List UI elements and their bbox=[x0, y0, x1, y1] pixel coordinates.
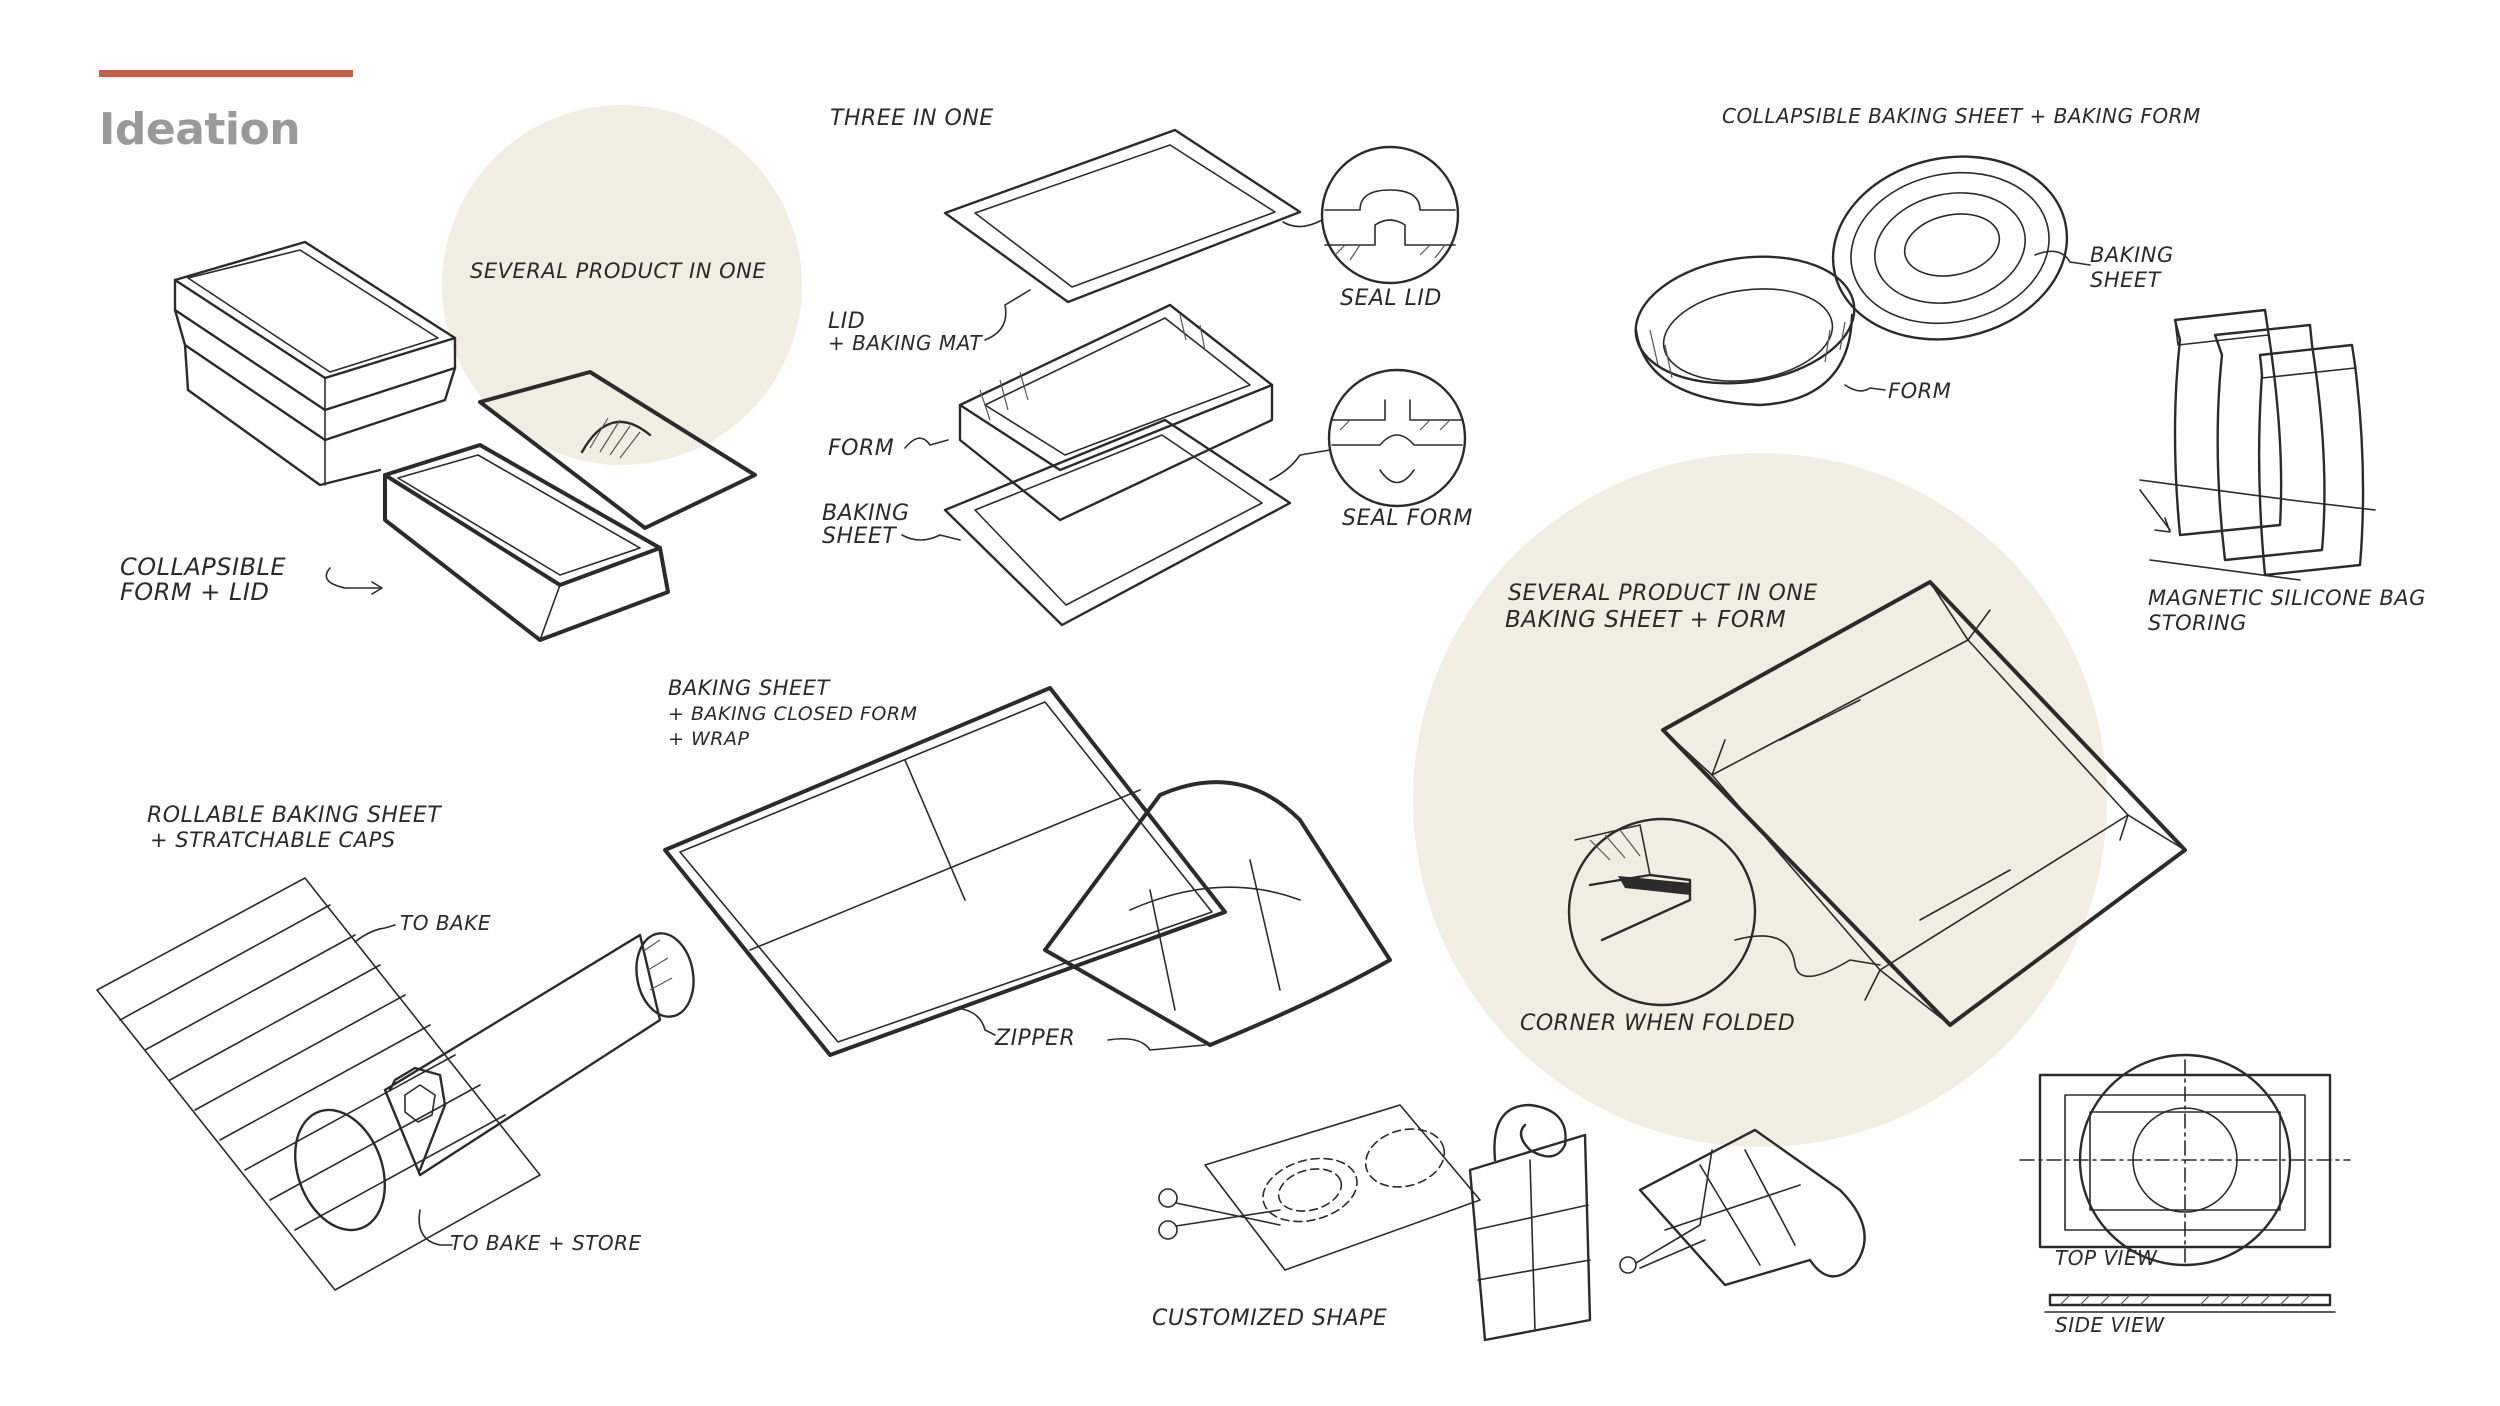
label-several-sheet-form-1: SEVERAL PRODUCT IN ONE bbox=[1508, 581, 1818, 606]
customized-shape-sketch bbox=[1159, 1105, 1480, 1270]
seal-lid-detail bbox=[1322, 147, 1458, 283]
label-several-product-in-one: SEVERAL PRODUCT IN ONE bbox=[470, 259, 766, 283]
label-seal-form: SEAL FORM bbox=[1342, 506, 1473, 531]
background-blob-right bbox=[1413, 453, 2107, 1147]
label-seal-lid: SEAL LID bbox=[1340, 286, 1442, 311]
label-rollable-1: ROLLABLE BAKING SHEET bbox=[147, 803, 442, 828]
silicone-bag-sketch bbox=[2140, 310, 2375, 580]
label-form: FORM bbox=[828, 436, 894, 461]
label-zipper: ZIPPER bbox=[994, 1026, 1075, 1051]
leader-zipper bbox=[955, 1008, 995, 1035]
label-baking-sheet-r1: BAKING bbox=[2090, 243, 2174, 267]
label-baking-sheet-r2: SHEET bbox=[2090, 268, 2163, 292]
label-rollable-2: + STRATCHABLE CAPS bbox=[150, 828, 396, 852]
label-corner-when-folded: CORNER WHEN FOLDED bbox=[1520, 1011, 1795, 1036]
top-view-sketch bbox=[2020, 1055, 2350, 1265]
label-customized-shape: CUSTOMIZED SHAPE bbox=[1152, 1306, 1387, 1331]
leader-collapsible bbox=[326, 568, 380, 588]
leader-seal-form bbox=[1270, 450, 1330, 480]
wrap-sheet-sketch bbox=[1620, 1130, 1865, 1285]
rollable-sheet-sketch bbox=[97, 878, 700, 1290]
label-to-bake-store: TO BAKE + STORE bbox=[450, 1231, 642, 1255]
label-baking-closed-form-3: + WRAP bbox=[668, 728, 749, 750]
label-baking-sheet-2: SHEET bbox=[822, 524, 897, 549]
zipper-sheet-sketch bbox=[665, 688, 1390, 1055]
leader-form-r bbox=[1845, 385, 1885, 391]
round-form-sketch bbox=[1627, 243, 1862, 405]
label-collapsible-sheet-form: COLLAPSIBLE BAKING SHEET + BAKING FORM bbox=[1722, 104, 2201, 128]
label-side-view: SIDE VIEW bbox=[2055, 1313, 2165, 1337]
label-several-sheet-form-2: BAKING SHEET + FORM bbox=[1505, 607, 1786, 633]
label-magnetic-bag-2: STORING bbox=[2148, 611, 2247, 635]
label-collapsible-1: COLLAPSIBLE bbox=[120, 553, 286, 581]
three-in-one-sketch bbox=[945, 130, 1300, 625]
leader-zipper-right bbox=[1108, 1039, 1205, 1050]
leader-form bbox=[905, 438, 948, 448]
label-baking-closed-form-2: + BAKING CLOSED FORM bbox=[668, 703, 917, 725]
background-blob-left bbox=[442, 105, 802, 465]
leader-baking-sheet bbox=[902, 535, 960, 540]
side-view-sketch bbox=[2045, 1295, 2335, 1312]
leader-lid bbox=[985, 290, 1030, 340]
label-lid-2: + BAKING MAT bbox=[828, 331, 983, 355]
leader-seal-lid bbox=[1283, 220, 1322, 227]
baking-sheet-round-sketch bbox=[1816, 135, 2084, 360]
label-to-bake: TO BAKE bbox=[400, 911, 491, 935]
rolled-sheet-sketch bbox=[1470, 1105, 1590, 1340]
label-three-in-one: THREE IN ONE bbox=[830, 106, 994, 131]
label-collapsible-2: FORM + LID bbox=[120, 578, 269, 606]
label-baking-sheet-1: BAKING bbox=[822, 501, 910, 526]
label-form-r: FORM bbox=[1888, 379, 1951, 403]
label-baking-closed-form-1: BAKING SHEET bbox=[668, 676, 832, 700]
label-magnetic-bag-1: MAGNETIC SILICONE BAG bbox=[2148, 586, 2426, 610]
seal-form-detail bbox=[1329, 370, 1465, 506]
label-top-view: TOP VIEW bbox=[2055, 1246, 2158, 1270]
leader-to-bake bbox=[355, 925, 395, 942]
